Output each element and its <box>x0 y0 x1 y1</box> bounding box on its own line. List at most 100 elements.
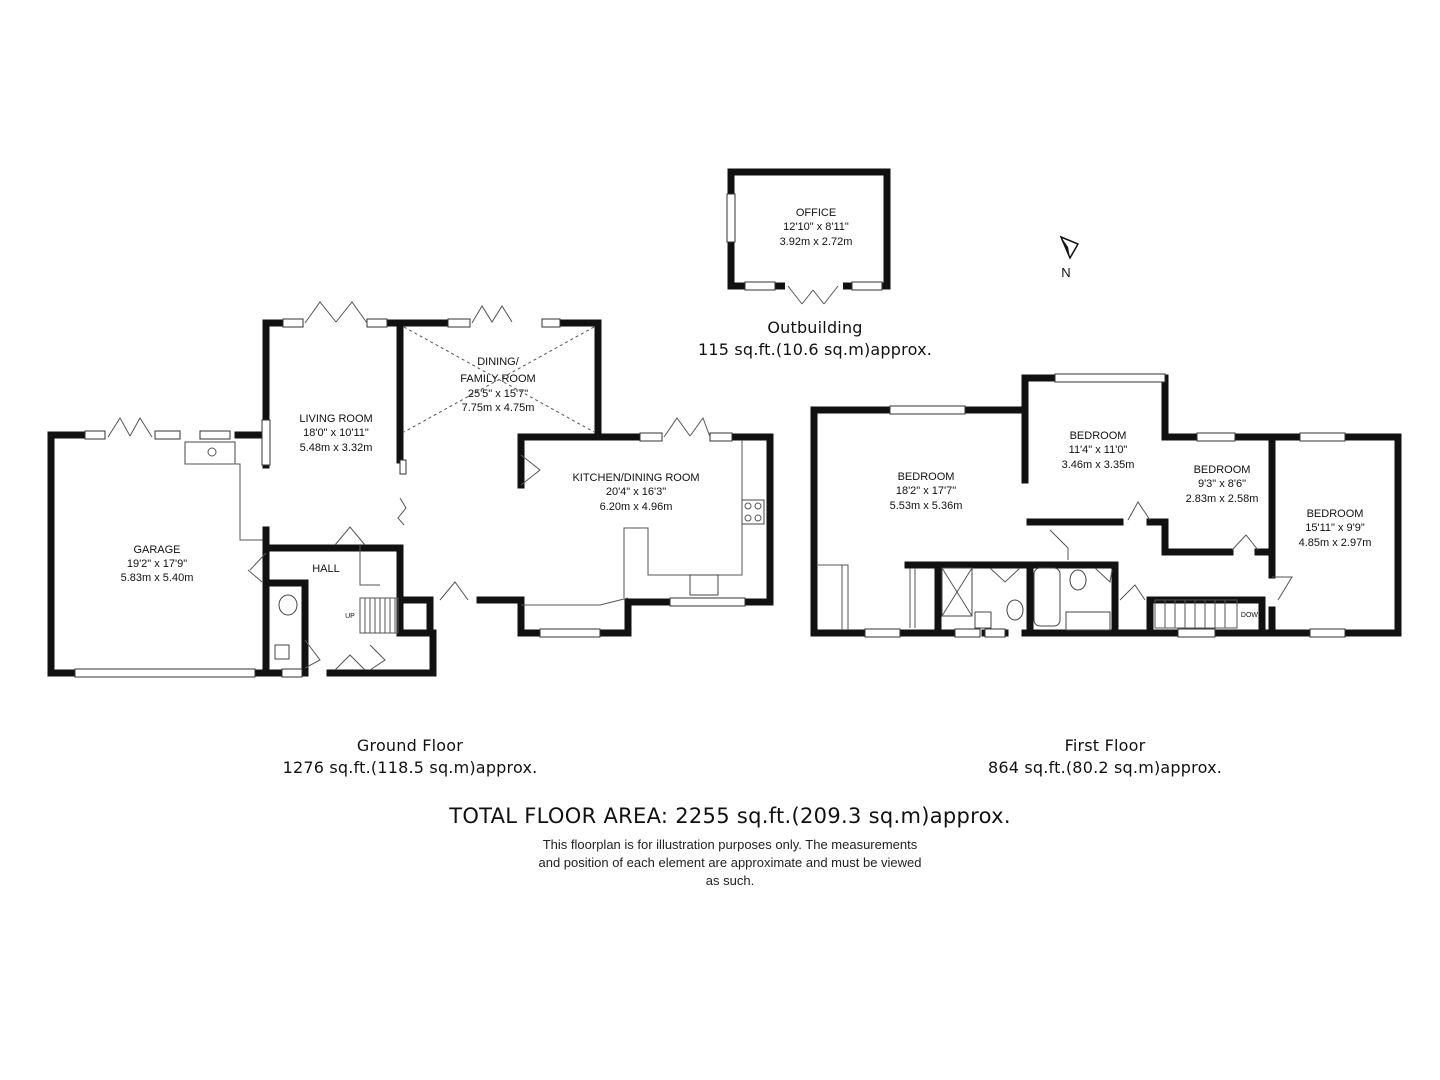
bed3-door <box>1231 534 1259 551</box>
office-window-south-a <box>744 281 776 291</box>
office-name: OFFICE <box>796 207 836 219</box>
porch-cupboard-door <box>369 644 386 671</box>
bed1-imperial: 18'2" x 17'7" <box>896 485 956 497</box>
outbuilding-caption: Outbuilding 115 sq.ft.(10.6 sq.m)approx. <box>660 317 970 361</box>
bed4-metric: 4.85m x 2.97m <box>1299 537 1372 549</box>
office-window-west <box>726 193 736 243</box>
first-floor-area: 864 sq.ft.(80.2 sq.m)approx. <box>987 758 1223 777</box>
dining-name-line1: DINING/ <box>477 356 520 368</box>
ensuite-toilet <box>1006 599 1024 621</box>
outbuilding-name: Outbuilding <box>767 318 863 337</box>
bed2-name: BEDROOM <box>1070 430 1127 442</box>
garage-name: GARAGE <box>133 544 180 556</box>
living-window-b <box>366 318 388 328</box>
office-metric: 3.92m x 2.72m <box>780 236 853 248</box>
hall-inner-walls <box>401 596 525 637</box>
garage-sink-unit <box>184 441 236 465</box>
first-floor-name: First Floor <box>1064 736 1146 755</box>
hall-walls <box>262 544 437 677</box>
hall-dining-door <box>439 581 469 601</box>
office-door-gap <box>785 281 843 291</box>
bathroom-toilet <box>1069 569 1087 591</box>
dining-roof-lantern <box>403 326 595 433</box>
wc-door <box>304 639 321 669</box>
living-metric: 5.48m x 3.32m <box>300 442 373 454</box>
office-imperial: 12'10" x 8'11" <box>783 221 849 233</box>
ground-floor-plan: GARAGE 19'2" x 17'9" 5.83m x 5.40m LIVIN… <box>47 301 774 678</box>
bed4-imperial: 15'11" x 9'9" <box>1305 522 1365 534</box>
compass-icon: N <box>1059 235 1080 280</box>
first-floor-caption: First Floor 864 sq.ft.(80.2 sq.m)approx. <box>950 735 1260 779</box>
kitchen-walls <box>517 433 774 637</box>
kitchen-imperial: 20'4" x 16'3" <box>606 486 666 498</box>
stairs-down-label: DOWN <box>1241 612 1263 619</box>
outbuilding-area: 115 sq.ft.(10.6 sq.m)approx. <box>697 340 933 359</box>
disclaimer: This floorplan is for illustration purpo… <box>480 836 980 890</box>
garage-window-c <box>199 430 231 440</box>
compass-label: N <box>1061 265 1070 280</box>
bed4-window-south <box>1309 628 1346 638</box>
total-floor-area: TOTAL FLOOR AREA: 2255 sq.ft.(209.3 sq.m… <box>449 804 1011 828</box>
kitchen-sink <box>689 574 719 596</box>
bed1-metric: 5.53m x 5.36m <box>890 500 963 512</box>
dining-imperial: 25'5" x 15'7" <box>468 388 528 400</box>
ground-stairs <box>359 597 399 634</box>
living-name: LIVING ROOM <box>299 413 372 425</box>
ensuite-basin <box>974 611 992 629</box>
kitchen-hob <box>741 499 765 525</box>
garage-door <box>74 668 256 678</box>
dining-internal-door <box>397 497 407 526</box>
ground-floor-area: 1276 sq.ft.(118.5 sq.m)approx. <box>282 758 538 777</box>
garage-worktop <box>185 463 266 541</box>
hall-garage-door <box>247 552 267 583</box>
kitchen-french-doors <box>663 416 711 438</box>
bed1-wardrobe <box>818 564 849 630</box>
dining-bifold-doors <box>471 305 513 324</box>
bed3-window <box>1196 432 1236 442</box>
bed1-window-north <box>889 405 966 415</box>
disclaimer-line2: and position of each element are approxi… <box>538 855 922 870</box>
hall-cupboard-door <box>359 545 380 586</box>
dining-window-a <box>447 318 471 328</box>
ground-floor-name: Ground Floor <box>356 736 464 755</box>
ground-floor-caption: Ground Floor 1276 sq.ft.(118.5 sq.m)appr… <box>250 735 570 779</box>
garage-french-doors <box>107 417 153 438</box>
kitchen-door <box>520 454 541 486</box>
bed2-door <box>1049 529 1069 560</box>
bed4-window-north <box>1299 432 1346 442</box>
ensuite-window <box>984 628 1006 638</box>
living-window-a <box>282 318 304 328</box>
garage-sink-bowl <box>207 447 217 457</box>
ensuite-window-b <box>954 628 981 638</box>
kitchen-window-b <box>709 432 733 442</box>
ensuite-door <box>989 567 1021 583</box>
ensuite-partition <box>909 568 916 628</box>
bathroom-door <box>1094 567 1113 584</box>
wc-toilet <box>278 594 298 616</box>
dining-window-b <box>541 318 561 328</box>
wc-window <box>281 668 303 678</box>
disclaimer-line3: as such. <box>705 873 755 888</box>
outbuilding-plan: OFFICE 12'10" x 8'11" 3.92m x 2.72m <box>726 168 891 305</box>
kitchen-worktops <box>521 440 743 606</box>
office-window-south-b <box>851 281 883 291</box>
kitchen-name: KITCHEN/DINING ROOM <box>572 472 699 484</box>
landing-window <box>1177 628 1216 638</box>
bathroom-basins <box>1065 611 1111 631</box>
living-french-doors <box>304 301 368 324</box>
garage-metric: 5.83m x 5.40m <box>121 572 194 584</box>
dining-name: FAMILY ROOM <box>460 373 535 385</box>
bed1-name: BEDROOM <box>898 471 955 483</box>
bed4-door <box>1272 576 1293 601</box>
dining-metric: 7.75m x 4.75m <box>462 402 535 414</box>
kitchen-window-d <box>669 597 746 607</box>
wc-basin <box>274 644 290 660</box>
bed3-metric: 2.83m x 2.58m <box>1186 493 1259 505</box>
kitchen-window-a <box>639 432 663 442</box>
wc-walls <box>262 579 309 677</box>
bed2-metric: 3.46m x 3.35m <box>1062 459 1135 471</box>
garage-window-a <box>84 430 106 440</box>
stairs-up-label: UP <box>345 613 355 620</box>
bed1-window-south <box>864 628 901 638</box>
